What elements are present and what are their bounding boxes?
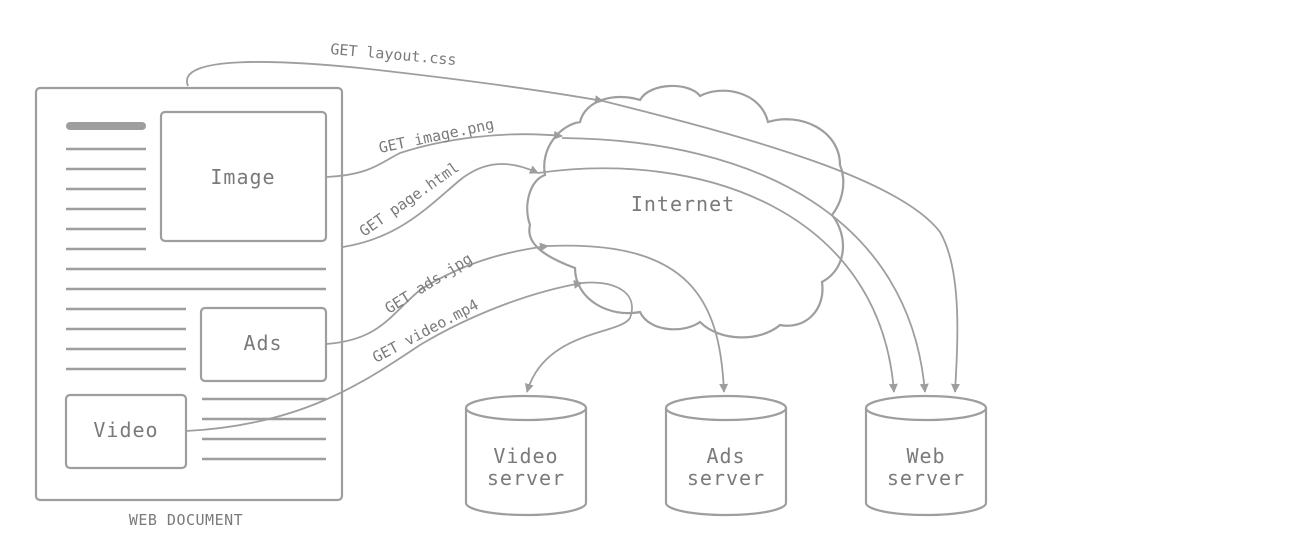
ads-server-label-line2: server bbox=[687, 466, 765, 490]
web-server-label-line2: server bbox=[887, 466, 965, 490]
web-server: Web server bbox=[864, 394, 988, 517]
web-server-label-line1: Web bbox=[906, 444, 945, 468]
ads-server: Ads server bbox=[664, 394, 788, 517]
route-to-video-server bbox=[524, 281, 633, 393]
video-server-label-line2: server bbox=[487, 466, 565, 490]
route-image-to-web-server bbox=[561, 137, 929, 393]
cloud-label: Internet bbox=[631, 192, 735, 216]
video-server-label-line1: Video bbox=[493, 444, 558, 468]
route-to-ads-server bbox=[547, 244, 729, 393]
arrow-ads-request bbox=[325, 242, 549, 345]
arrow-image-request bbox=[325, 130, 563, 178]
video-box: Video bbox=[64, 393, 188, 470]
request-arrows bbox=[185, 61, 604, 432]
video-server: Video server bbox=[464, 394, 588, 517]
label-image-request: GET image.png bbox=[377, 115, 496, 157]
image-box-label: Image bbox=[210, 165, 275, 189]
arrow-video-request bbox=[185, 279, 583, 432]
video-box-label: Video bbox=[93, 418, 158, 442]
route-page-to-web-server bbox=[537, 167, 898, 393]
web-document: Image Ads Video WEB DOCUMENT bbox=[34, 86, 344, 529]
label-layout-request: GET layout.css bbox=[330, 40, 458, 69]
routing-arrows bbox=[524, 100, 960, 393]
arrow-page-request bbox=[342, 163, 539, 248]
label-page-request: GET page.html bbox=[356, 158, 462, 240]
image-box: Image bbox=[159, 110, 328, 243]
ads-box: Ads bbox=[199, 306, 328, 383]
document-text-lines bbox=[66, 147, 326, 461]
arrow-layout-request bbox=[186, 61, 604, 105]
route-layout-to-web-server bbox=[602, 100, 960, 393]
ads-server-label-line1: Ads bbox=[706, 444, 745, 468]
ads-box-label: Ads bbox=[243, 331, 282, 355]
document-caption: WEB DOCUMENT bbox=[129, 511, 243, 529]
internet-cloud: Internet bbox=[526, 84, 845, 339]
